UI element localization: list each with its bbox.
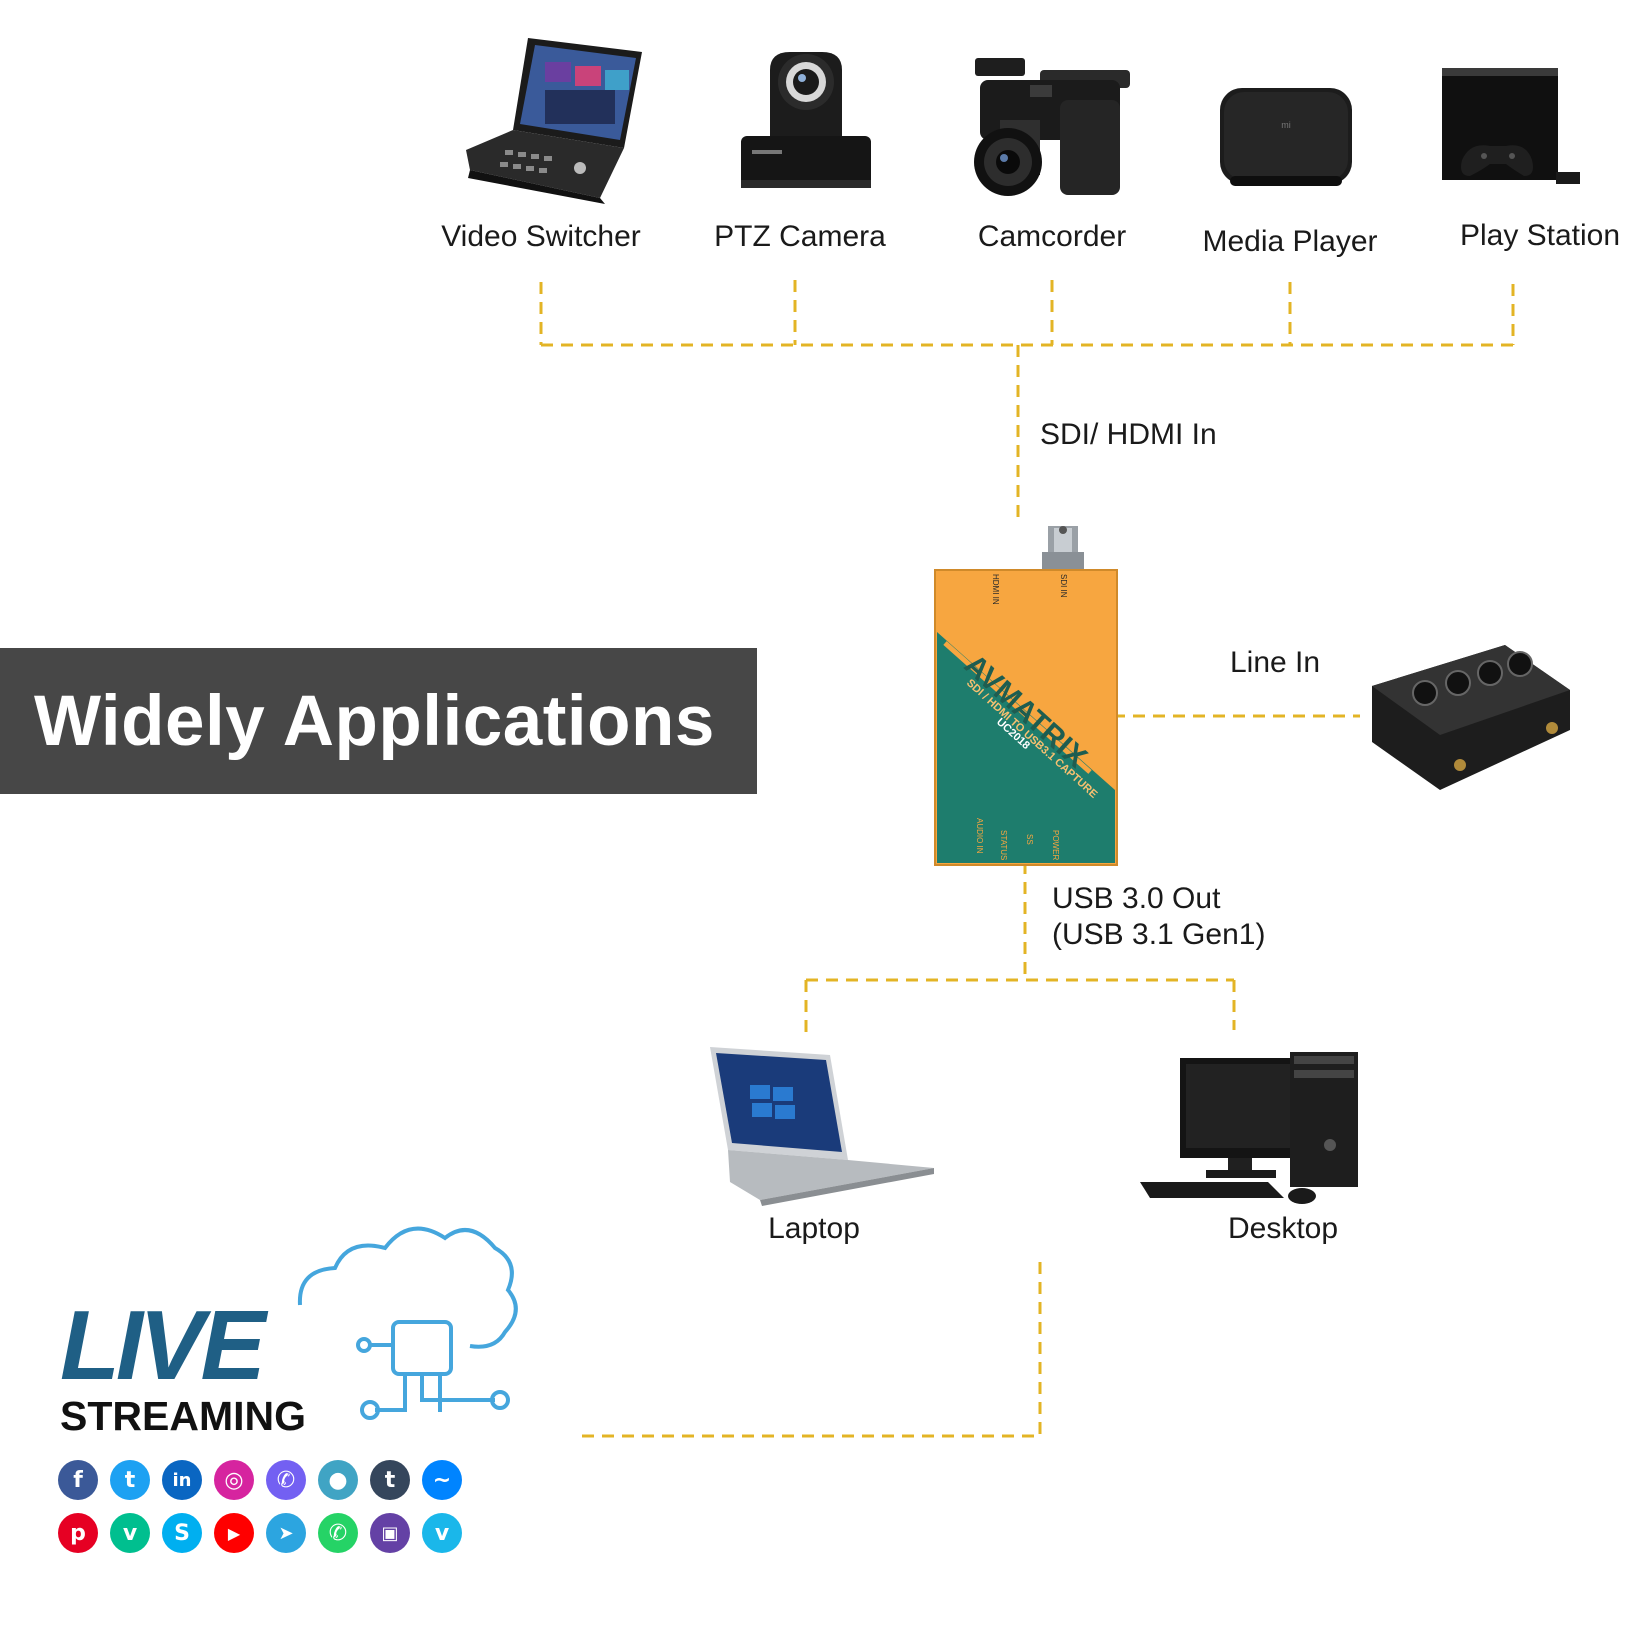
tumblr-icon: t [370, 1460, 410, 1500]
source-drop-lines [539, 280, 1515, 345]
label-laptop: Laptop [768, 1212, 860, 1245]
ptz-camera-icon [741, 52, 871, 188]
logo-text-live: LIVE [60, 1290, 266, 1400]
desktop-icon [1140, 1052, 1358, 1204]
bnc-connector-icon [1042, 526, 1084, 572]
social-icons: f t in ◎ ✆ ● t ~ p v S ▶ ➤ ✆ ▣ v [58, 1460, 508, 1566]
label-camcorder: Camcorder [977, 220, 1127, 253]
vimeo-icon: v [422, 1513, 462, 1553]
label-media-player: Media Player [1202, 225, 1378, 258]
label-line-in: Line In [1230, 646, 1321, 679]
label-video-switcher: Video Switcher [441, 220, 641, 253]
facebook-icon: f [58, 1460, 98, 1500]
connector-lines [539, 280, 1515, 1438]
play-station-icon [1442, 68, 1580, 184]
label-ptz-camera: PTZ Camera [714, 220, 886, 253]
periscope-icon: ● [318, 1460, 358, 1500]
banner-title: Widely Applications [34, 681, 715, 761]
banner: Widely Applications [0, 648, 757, 794]
audio-mixer-icon [1372, 645, 1570, 790]
youtube-icon: ▶ [214, 1513, 254, 1553]
skype-icon: S [162, 1513, 202, 1553]
capture-device [934, 526, 1118, 866]
instagram-icon: ◎ [214, 1460, 254, 1500]
pinterest-icon: p [58, 1513, 98, 1553]
video-switcher-icon [466, 38, 642, 204]
media-player-brand-mark: mi [1281, 120, 1291, 130]
whatsapp-icon: ✆ [318, 1513, 358, 1553]
twitch-icon: ▣ [370, 1513, 410, 1553]
output-drop-lines [804, 980, 1236, 1035]
linkedin-icon: in [162, 1460, 202, 1500]
live-streaming-logo [297, 1226, 518, 1420]
twitter-icon: t [110, 1460, 150, 1500]
messenger-icon: ~ [422, 1460, 462, 1500]
streaming-connector [575, 1262, 1042, 1438]
label-usb-out-line1: USB 3.0 Out [1052, 882, 1221, 915]
logo-text-streaming: STREAMING [60, 1393, 306, 1439]
camcorder-icon [974, 58, 1130, 196]
label-usb-out-line2: (USB 3.1 Gen1) [1052, 918, 1266, 951]
vine-icon: v [110, 1513, 150, 1553]
social-icons-row-1: f t in ◎ ✆ ● t ~ [58, 1460, 508, 1500]
telegram-icon: ➤ [266, 1513, 306, 1553]
cloud-icon [297, 1226, 518, 1349]
label-desktop: Desktop [1227, 1212, 1339, 1245]
circuit-icon [356, 1320, 510, 1420]
laptop-icon [710, 1047, 934, 1206]
social-icons-row-2: p v S ▶ ➤ ✆ ▣ v [58, 1513, 508, 1553]
label-play-station: Play Station [1459, 219, 1621, 252]
viber-icon: ✆ [266, 1460, 306, 1500]
media-player-icon: mi [1220, 88, 1352, 186]
label-sdi-hdmi-in: SDI/ HDMI In [1040, 418, 1217, 451]
